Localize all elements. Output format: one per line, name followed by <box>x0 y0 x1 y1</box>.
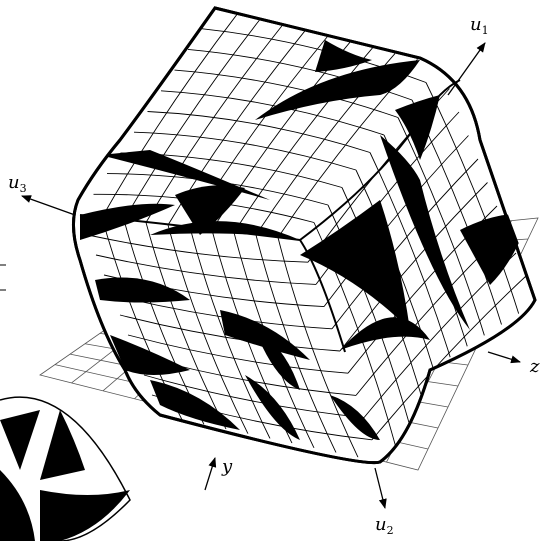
cube-mesh-grid <box>87 13 526 458</box>
mesh-line <box>119 314 341 352</box>
mesh-line <box>123 219 205 425</box>
mesh-line <box>233 47 373 233</box>
mesh-line <box>397 117 489 349</box>
mesh-line <box>87 234 309 263</box>
mesh-line <box>323 135 469 307</box>
mesh-line <box>383 134 474 365</box>
cube-edges <box>72 6 537 465</box>
mesh-line <box>255 234 337 453</box>
mesh-line <box>277 237 359 458</box>
mesh-line <box>327 204 412 430</box>
label-z: z <box>529 356 540 377</box>
mesh-line <box>93 193 315 223</box>
mesh-line <box>315 111 460 285</box>
mesh-line <box>189 227 271 439</box>
mesh-line <box>167 224 249 435</box>
mesh-line <box>331 158 479 330</box>
mesh-line <box>411 99 505 333</box>
mesh-line <box>143 374 365 419</box>
mesh-line <box>277 58 418 238</box>
mesh-line <box>167 30 306 226</box>
axis-z <box>487 351 521 364</box>
mesh-line <box>313 222 396 446</box>
axis-u1 <box>447 42 486 96</box>
mesh-line <box>211 41 351 231</box>
mesh-line <box>363 252 517 418</box>
mesh-line <box>233 232 315 449</box>
mesh-line <box>425 82 520 317</box>
mesh-line <box>174 69 399 118</box>
mesh-line <box>151 394 373 441</box>
mesh-line <box>145 222 227 430</box>
mesh-line <box>347 205 498 374</box>
mesh-line <box>339 182 488 352</box>
mesh-line <box>160 90 385 136</box>
axes <box>21 42 521 509</box>
mesh-line <box>145 24 283 223</box>
mesh-line <box>211 229 293 444</box>
axis-u3 <box>21 195 76 216</box>
corner-fragment <box>0 396 131 541</box>
mesh-line <box>201 28 427 83</box>
label-y: y <box>221 456 233 477</box>
label-u1: u1 <box>470 14 489 37</box>
axis-y <box>204 457 217 491</box>
mesh-line <box>341 187 427 414</box>
mesh-line <box>95 254 317 285</box>
left-ticks <box>0 264 6 291</box>
axis-u2 <box>374 467 387 509</box>
mesh-line <box>369 152 458 382</box>
mesh-line <box>355 229 507 396</box>
label-u2: u2 <box>375 514 394 537</box>
mesh-line <box>189 36 328 228</box>
mesh-line <box>106 173 329 206</box>
mesh-line <box>187 48 413 101</box>
mesh-line <box>371 276 526 441</box>
mesh-line <box>133 131 357 171</box>
mesh-line <box>120 152 343 188</box>
mesh-line <box>101 13 238 218</box>
label-u3: u3 <box>8 172 27 195</box>
